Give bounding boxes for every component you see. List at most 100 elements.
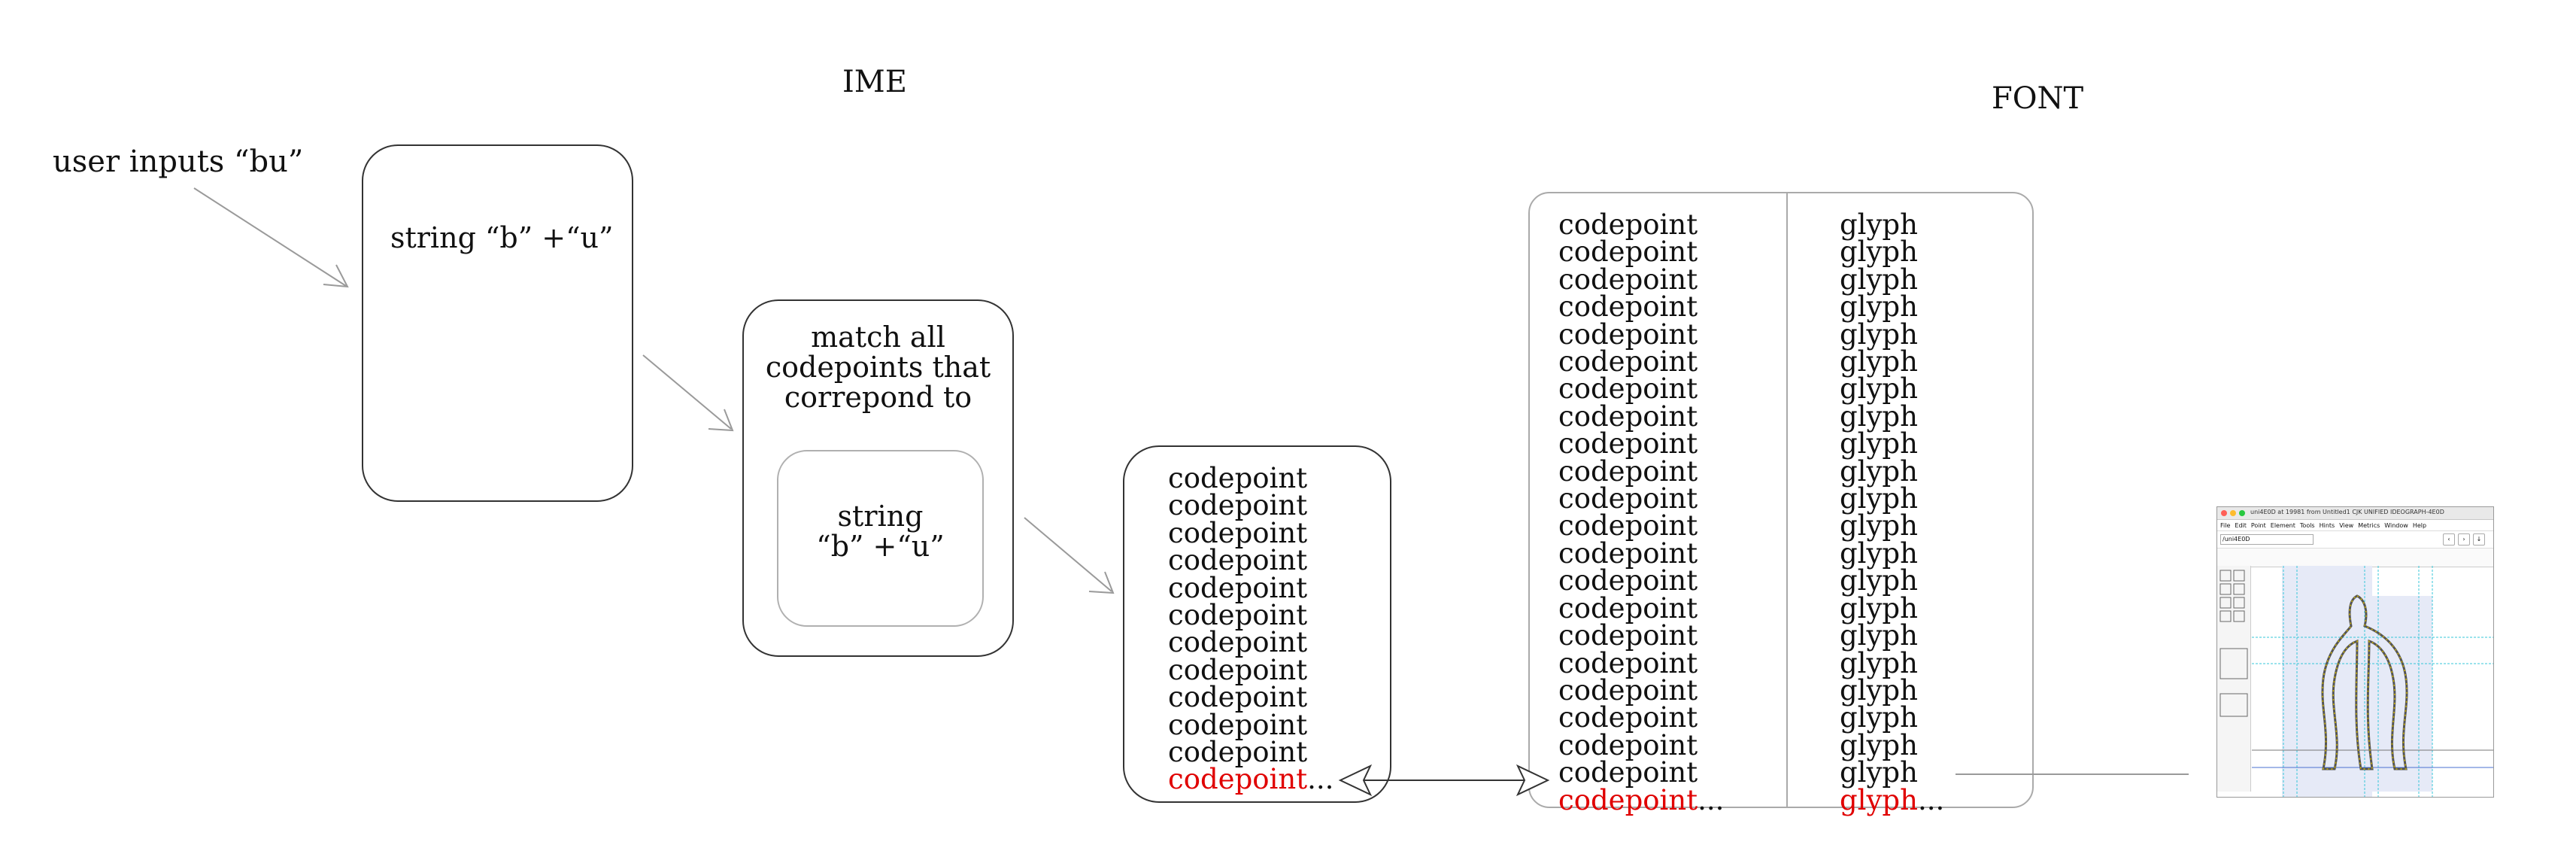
editor-glyph-canvas bbox=[2252, 566, 2493, 797]
editor-menu-help[interactable]: Help bbox=[2412, 521, 2427, 529]
editor-glyph-field[interactable]: /uni4E0D bbox=[2220, 534, 2314, 545]
font-heading: FONT bbox=[1992, 81, 2084, 116]
font-codepoint-item: codepoint bbox=[1558, 646, 1698, 679]
font-codepoint-item: codepoint bbox=[1558, 591, 1698, 625]
font-codepoint-item: codepoint bbox=[1558, 208, 1698, 241]
font-glyph-item: glyph bbox=[1840, 318, 1918, 351]
editor-menu-edit[interactable]: Edit bbox=[2235, 521, 2247, 529]
ime-codepoint-item: codepoint bbox=[1168, 571, 1308, 604]
font-glyph-item: glyph bbox=[1840, 400, 1918, 433]
editor-menu-window[interactable]: Window bbox=[2384, 521, 2408, 529]
font-glyph-last-highlight: glyph bbox=[1840, 783, 1918, 816]
ime-codepoint-item: codepoint bbox=[1168, 489, 1308, 522]
match-title-line-2: codepoints that bbox=[765, 351, 991, 384]
font-codepoint-last-ellipsis: ... bbox=[1698, 783, 1725, 816]
font-glyph-item: glyph bbox=[1840, 236, 1918, 269]
ime-codepoint-item: codepoint bbox=[1168, 681, 1308, 714]
editor-menu-hints[interactable]: Hints bbox=[2319, 521, 2335, 529]
editor-menu-point[interactable]: Point bbox=[2250, 521, 2266, 529]
font-table-divider bbox=[1786, 193, 1788, 807]
font-glyph-item: glyph bbox=[1840, 509, 1918, 542]
font-codepoint-item: codepoint bbox=[1558, 345, 1698, 378]
inner-line-1: string bbox=[837, 500, 924, 533]
font-glyph-item: glyph bbox=[1840, 208, 1918, 241]
font-codepoint-item: codepoint bbox=[1558, 619, 1698, 652]
down-icon[interactable]: ↓ bbox=[2473, 533, 2485, 546]
prev-icon[interactable]: ‹ bbox=[2443, 533, 2455, 546]
font-glyph-item: glyph bbox=[1840, 372, 1918, 406]
font-glyph-item: glyph bbox=[1840, 591, 1918, 625]
font-glyph-item: glyph bbox=[1840, 536, 1918, 570]
match-box: match all codepoints that correpond to s… bbox=[742, 299, 1014, 657]
glyph-outline bbox=[2321, 594, 2408, 770]
inner-line-2: “b” +“u” bbox=[816, 530, 945, 563]
font-codepoint-item: codepoint bbox=[1558, 509, 1698, 542]
ime-codepoint-box bbox=[1123, 445, 1391, 803]
ime-codepoint-item: codepoint bbox=[1168, 653, 1308, 686]
font-glyph-item: glyph bbox=[1840, 619, 1918, 652]
string-box-label: string “b” +“u” bbox=[390, 221, 614, 254]
minimize-dot-icon bbox=[2230, 510, 2236, 516]
ime-codepoint-item: codepoint bbox=[1168, 708, 1308, 741]
font-glyph-item: glyph bbox=[1840, 564, 1918, 597]
editor-ruler bbox=[2217, 549, 2493, 567]
ime-codepoint-last-highlight: codepoint bbox=[1168, 763, 1308, 796]
font-table-box bbox=[1528, 192, 2034, 808]
arrow-user-to-string bbox=[193, 187, 347, 287]
next-icon[interactable]: › bbox=[2458, 533, 2470, 546]
ime-codepoint-item: codepoint bbox=[1168, 736, 1308, 769]
match-title-line-3: correpond to bbox=[784, 381, 972, 414]
font-codepoint-item: codepoint bbox=[1558, 372, 1698, 406]
glyph-editor-screenshot: uni4E0D at 19981 from Untitled1 CJK UNIF… bbox=[2216, 506, 2494, 798]
font-glyph-last-ellipsis: ... bbox=[1917, 783, 1945, 816]
font-codepoint-item: codepoint bbox=[1558, 290, 1698, 324]
match-inner-text: string “b” +“u” bbox=[778, 501, 982, 561]
font-codepoint-item: codepoint bbox=[1558, 454, 1698, 488]
zoom-dot-icon bbox=[2239, 510, 2245, 516]
editor-menu-view[interactable]: View bbox=[2339, 521, 2354, 529]
editor-toolbar: /uni4E0D ‹ › ↓ bbox=[2217, 531, 2493, 549]
editor-menu-metrics[interactable]: Metrics bbox=[2358, 521, 2380, 529]
user-input-label: user inputs “bu” bbox=[53, 144, 304, 179]
ime-heading: IME bbox=[842, 65, 907, 99]
font-glyph-item: glyph bbox=[1840, 482, 1918, 515]
font-codepoint-item: codepoint bbox=[1558, 400, 1698, 433]
font-codepoint-item: codepoint bbox=[1558, 756, 1698, 789]
font-codepoint-last-highlight: codepoint bbox=[1558, 783, 1698, 816]
font-codepoint-item: codepoint bbox=[1558, 564, 1698, 597]
ime-codepoint-item: codepoint bbox=[1168, 516, 1308, 549]
ime-codepoint-item: codepoint bbox=[1168, 626, 1308, 659]
font-glyph-item: glyph bbox=[1840, 454, 1918, 488]
editor-menu-element[interactable]: Element bbox=[2270, 521, 2295, 529]
font-glyph-item: glyph bbox=[1840, 427, 1918, 460]
ime-codepoint-last-ellipsis: ... bbox=[1307, 763, 1334, 796]
editor-tool-palette bbox=[2217, 566, 2251, 792]
font-glyph-last: glyph... bbox=[1840, 783, 1945, 816]
string-box: string “b” +“u” bbox=[362, 144, 633, 502]
font-codepoint-item: codepoint bbox=[1558, 701, 1698, 734]
font-codepoint-item: codepoint bbox=[1558, 263, 1698, 296]
editor-titlebar: uni4E0D at 19981 from Untitled1 CJK UNIF… bbox=[2217, 507, 2493, 520]
double-arrow bbox=[1338, 764, 1550, 797]
font-codepoint-last: codepoint... bbox=[1558, 783, 1725, 816]
ime-codepoint-item: codepoint bbox=[1168, 462, 1308, 494]
editor-menu-file[interactable]: File bbox=[2220, 521, 2231, 529]
font-glyph-item: glyph bbox=[1840, 673, 1918, 707]
font-glyph-item: glyph bbox=[1840, 290, 1918, 324]
font-codepoint-item: codepoint bbox=[1558, 482, 1698, 515]
arrow-match-to-list bbox=[1024, 517, 1112, 592]
match-inner-box: string “b” +“u” bbox=[777, 450, 984, 627]
ime-codepoint-last: codepoint... bbox=[1168, 763, 1334, 796]
arrowhead-user-to-string bbox=[323, 264, 349, 288]
ime-codepoint-item: codepoint bbox=[1168, 599, 1308, 632]
close-dot-icon bbox=[2221, 510, 2227, 516]
match-title-line-1: match all bbox=[811, 321, 945, 354]
font-codepoint-item: codepoint bbox=[1558, 536, 1698, 570]
arrowhead-match-to-list bbox=[1088, 571, 1115, 594]
editor-menu-tools[interactable]: Tools bbox=[2299, 521, 2315, 529]
